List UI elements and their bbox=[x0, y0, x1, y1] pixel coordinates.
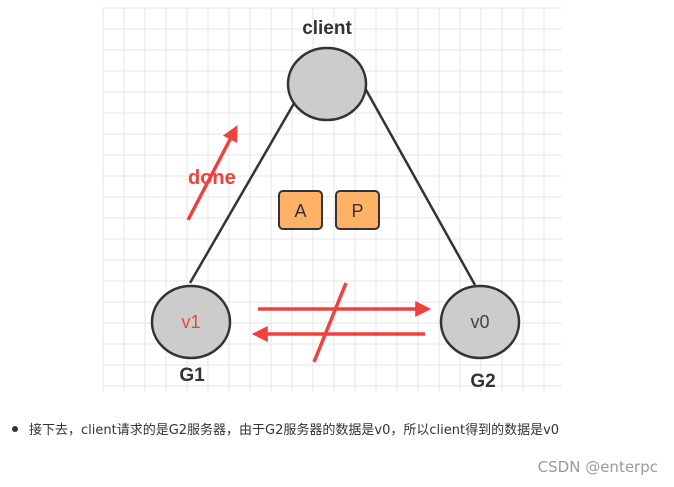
link-client-g2 bbox=[363, 87, 477, 286]
node-g1-label: G1 bbox=[179, 365, 205, 386]
partition-slash bbox=[312, 282, 348, 363]
link-g1-client bbox=[188, 92, 302, 284]
bullet-icon bbox=[12, 425, 18, 432]
box-p-label: P bbox=[351, 201, 363, 221]
node-g2-value: v0 bbox=[470, 312, 489, 332]
node-g1-value: v1 bbox=[181, 312, 200, 332]
done-label: done bbox=[188, 167, 236, 189]
box-a-label: A bbox=[294, 201, 306, 221]
caption-text: 接下去，client请求的是G2服务器，由于G2服务器的数据是v0，所以clie… bbox=[29, 423, 560, 438]
node-g2-label: G2 bbox=[470, 371, 495, 392]
node-g1: v1 bbox=[150, 284, 232, 360]
done-arrow bbox=[186, 125, 238, 221]
box-p: P bbox=[335, 190, 380, 230]
node-client-label: client bbox=[302, 18, 352, 39]
node-g2: v0 bbox=[439, 284, 521, 360]
caption-list-item: 接下去，client请求的是G2服务器，由于G2服务器的数据是v0，所以clie… bbox=[12, 419, 559, 438]
box-a: A bbox=[278, 190, 323, 230]
cap-diagram: done A P client v1 G1 v0 G2 bbox=[102, 7, 562, 392]
node-client bbox=[286, 46, 368, 122]
watermark: CSDN @enterpc bbox=[537, 458, 658, 476]
